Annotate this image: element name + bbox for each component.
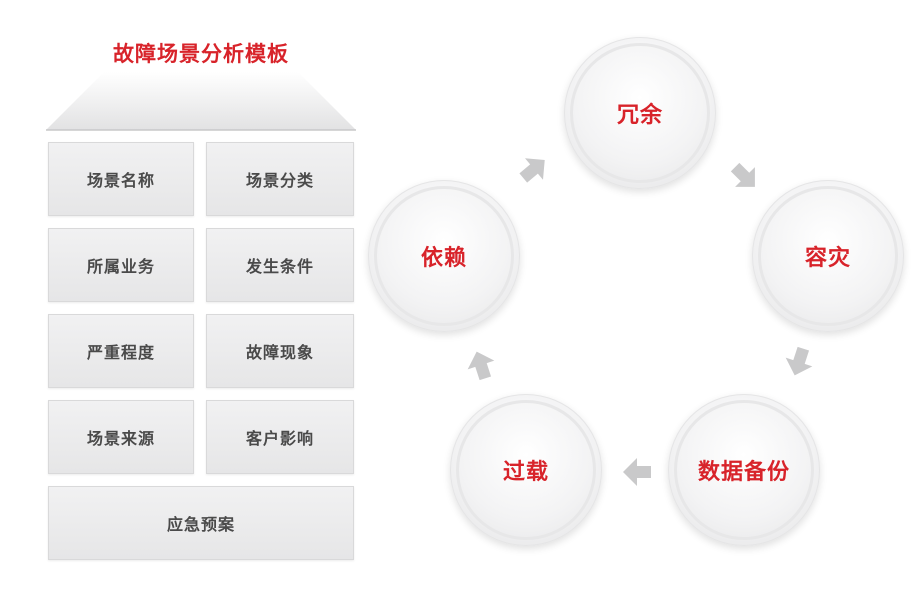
field-severity: 严重程度: [48, 314, 194, 388]
node-disaster-recovery: 容灾: [752, 180, 904, 332]
arrow-down-left-icon: [785, 346, 813, 376]
node-label: 依赖: [420, 246, 467, 271]
arrow-up-left-icon: [467, 351, 495, 381]
node-label: 冗余: [616, 103, 663, 128]
node-overload: 过载: [450, 394, 602, 546]
field-business: 所属业务: [48, 228, 194, 302]
node-label: 数据备份: [697, 460, 790, 485]
roof-shape: [46, 72, 356, 131]
node-redundancy: 冗余: [564, 37, 716, 189]
node-label: 容灾: [804, 246, 851, 271]
field-scene-name: 场景名称: [48, 142, 194, 216]
field-phenomenon: 故障现象: [206, 314, 354, 388]
fmea-title: 故障场景分析模板: [113, 42, 289, 66]
node-label: 过载: [502, 460, 549, 485]
node-dependency: 依赖: [368, 180, 520, 332]
arrow-up-right-icon: [519, 158, 545, 183]
field-scene-source: 场景来源: [48, 400, 194, 474]
field-customer-impact: 客户影响: [206, 400, 354, 474]
field-scene-category: 场景分类: [206, 142, 354, 216]
field-emergency-plan: 应急预案: [48, 486, 354, 560]
arrow-right-down-icon: [730, 162, 755, 187]
field-condition: 发生条件: [206, 228, 354, 302]
node-data-backup: 数据备份: [668, 394, 820, 546]
arrow-left-icon: [623, 458, 651, 486]
